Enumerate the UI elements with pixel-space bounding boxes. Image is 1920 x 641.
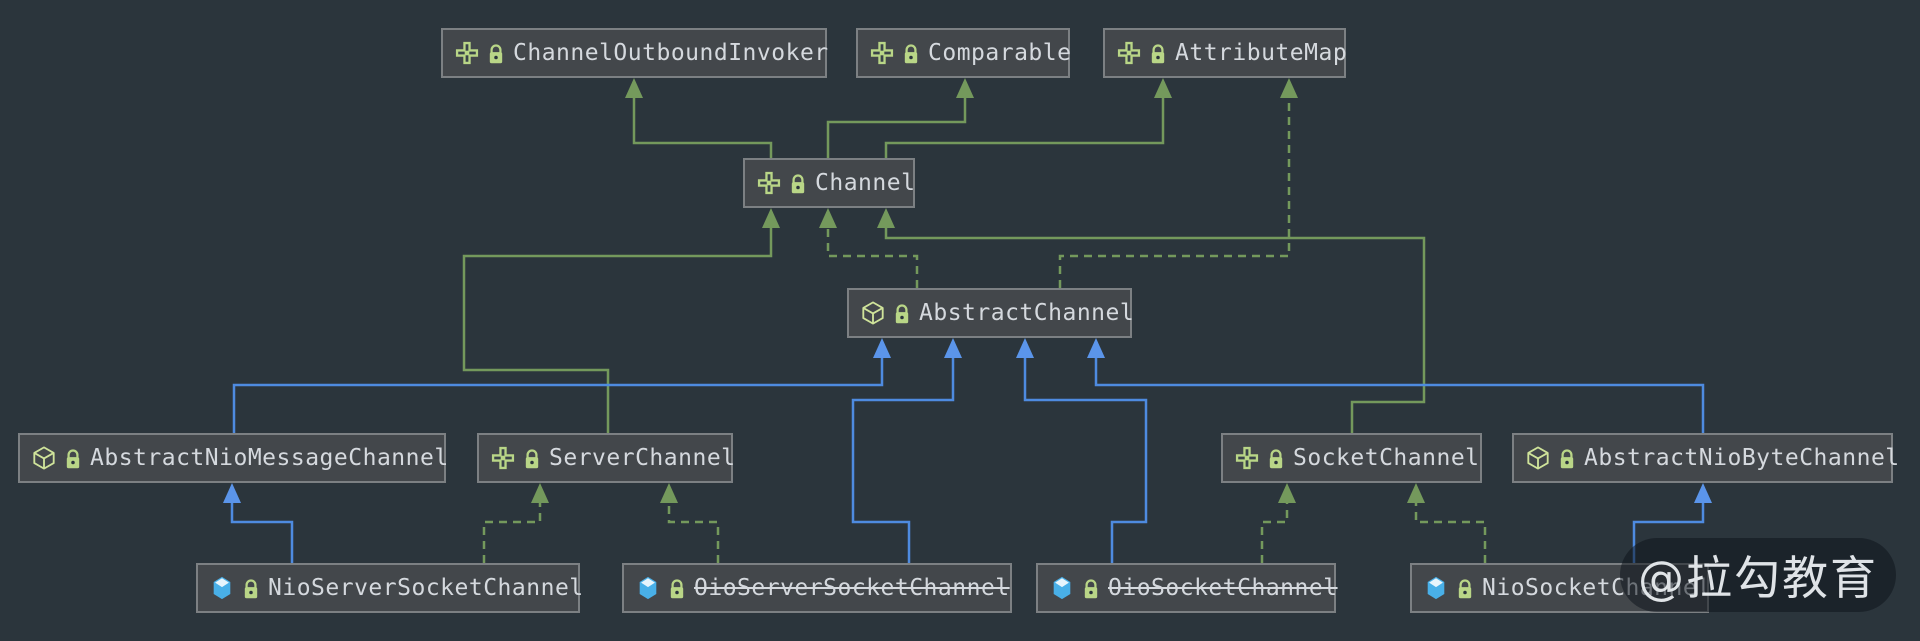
class-icon (862, 301, 884, 325)
node-oio-socket-channel[interactable]: OioSocketChannel (1036, 563, 1338, 613)
blue-arrowheads (223, 338, 1712, 503)
node-label: AbstractChannel (919, 300, 1135, 326)
edge-oiosocketchannel-to-socketchannel (1260, 501, 1289, 563)
node-label: ChannelOutboundInvoker (513, 40, 829, 66)
node-label: AbstractNioMessageChannel (90, 445, 449, 471)
lock-icon (489, 43, 503, 63)
node-server-channel[interactable]: ServerChannel (477, 433, 736, 483)
green-arrowheads (531, 78, 1425, 503)
implements-edges-green-dashed (482, 96, 1487, 563)
edge-abstractniomessagechannel-to-abstractchannel (232, 356, 884, 433)
class-icon (1527, 446, 1549, 470)
edge-nioserversocketchannel-to-abstractniomessagechannel (230, 501, 294, 563)
watermark-text: @拉勾教育 (1638, 551, 1878, 605)
edge-abstractchannel-to-attributemap (1058, 96, 1291, 288)
final-class-icon (213, 576, 231, 600)
node-socket-channel[interactable]: SocketChannel (1221, 433, 1482, 483)
node-channel[interactable]: Channel (743, 158, 915, 208)
lock-icon (66, 448, 80, 468)
edge-channel-to-channeloutboundinvoker (632, 96, 773, 158)
lock-icon (791, 173, 805, 193)
node-oio-server-socket-channel[interactable]: OioServerSocketChannel (622, 563, 1012, 613)
interface-icon (1235, 446, 1259, 470)
node-label-deprecated: OioServerSocketChannel (694, 575, 1010, 601)
lock-icon (1084, 578, 1098, 598)
final-class-icon (639, 576, 657, 600)
edge-niosocketchannel-to-abstractniobytechannel (1632, 501, 1705, 563)
node-label: NioServerSocketChannel (268, 575, 584, 601)
edge-socketchannel-to-channel (884, 226, 1426, 433)
extends-edges-green (462, 96, 1426, 433)
edge-oioserversocketchannel-to-abstractchannel (851, 356, 955, 563)
node-label: AttributeMap (1175, 40, 1348, 66)
node-abstract-channel[interactable]: AbstractChannel (847, 288, 1135, 338)
edge-abstractniobytechannel-to-abstractchannel (1094, 356, 1705, 433)
edge-nioserversocketchannel-to-serverchannel (482, 501, 542, 563)
lock-icon (1560, 448, 1574, 468)
lock-icon (904, 43, 918, 63)
edge-serverchannel-to-channel (462, 226, 773, 433)
lock-icon (1458, 578, 1472, 598)
node-abstract-nio-byte-channel[interactable]: AbstractNioByteChannel (1512, 433, 1899, 483)
node-label: Comparable (928, 40, 1072, 66)
node-channel-outbound-invoker[interactable]: ChannelOutboundInvoker (441, 28, 829, 78)
interface-icon (757, 171, 781, 195)
edge-oiosocketchannel-to-abstractchannel (1023, 356, 1148, 563)
edge-abstractchannel-to-channel (826, 226, 919, 288)
interface-icon (870, 41, 894, 65)
edge-channel-to-comparable (826, 96, 967, 158)
lock-icon (244, 578, 258, 598)
interface-icon (1117, 41, 1141, 65)
lock-icon (1151, 43, 1165, 63)
edge-channel-to-attributemap (884, 96, 1165, 158)
node-comparable[interactable]: Comparable (856, 28, 1072, 78)
extends-edges-blue (230, 356, 1705, 563)
class-icon (33, 446, 55, 470)
final-class-icon (1053, 576, 1071, 600)
lock-icon (1269, 448, 1283, 468)
node-label: ServerChannel (549, 445, 736, 471)
node-nio-server-socket-channel[interactable]: NioServerSocketChannel (196, 563, 583, 613)
lock-icon (895, 303, 909, 323)
edge-niosocketchannel-to-socketchannel (1414, 501, 1487, 563)
node-attribute-map[interactable]: AttributeMap (1103, 28, 1348, 78)
interface-icon (491, 446, 515, 470)
lock-icon (525, 448, 539, 468)
interface-icon (455, 41, 479, 65)
node-label: SocketChannel (1293, 445, 1480, 471)
node-abstract-nio-message-channel[interactable]: AbstractNioMessageChannel (18, 433, 449, 483)
edge-oioserversocketchannel-to-serverchannel (667, 501, 720, 563)
final-class-icon (1427, 576, 1445, 600)
watermark-badge: @拉勾教育 (1620, 538, 1896, 612)
lock-icon (670, 578, 684, 598)
node-label-deprecated: OioSocketChannel (1108, 575, 1338, 601)
node-label: Channel (815, 170, 916, 196)
node-label: AbstractNioByteChannel (1584, 445, 1900, 471)
